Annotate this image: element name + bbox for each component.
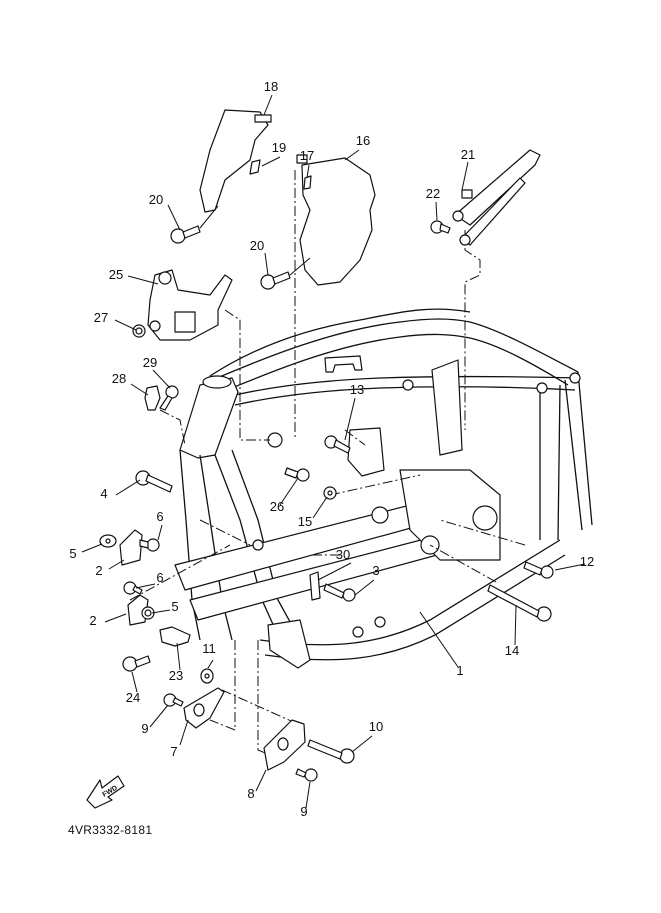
part-13-bolt <box>324 435 351 454</box>
callout-30: 30 <box>336 547 350 562</box>
callout-18: 18 <box>264 79 278 94</box>
callout-9a: 9 <box>141 721 148 736</box>
callout-13: 13 <box>350 382 364 397</box>
callout-9b: 9 <box>300 804 307 819</box>
callout-26: 26 <box>270 499 284 514</box>
part-27-nut <box>132 324 146 338</box>
callout-20b: 20 <box>250 238 264 253</box>
assembly-lines <box>129 170 526 756</box>
callout-29: 29 <box>143 355 157 370</box>
part-20-bolt-upper <box>170 205 219 244</box>
part-3-bolt <box>323 583 356 602</box>
part-8-plate <box>263 719 306 771</box>
callout-11: 11 <box>202 641 216 656</box>
part-12-bolt <box>523 561 554 579</box>
part-14-bolt <box>487 584 552 622</box>
part-6-bolt-upper <box>139 538 160 552</box>
main-frame <box>174 308 593 669</box>
callout-5b: 5 <box>171 599 178 614</box>
fwd-arrow-icon: FWD <box>86 775 125 809</box>
part-4-bolt <box>135 470 173 493</box>
part-26-bolt <box>284 467 310 482</box>
callout-28: 28 <box>112 371 126 386</box>
callout-19: 19 <box>272 140 286 155</box>
callout-25: 25 <box>109 267 123 282</box>
part-15-washer <box>323 486 337 500</box>
callout-20a: 20 <box>149 192 163 207</box>
part-19-clip <box>249 159 261 175</box>
callout-labels: 1223455667899101112131415161718192020212… <box>69 79 594 819</box>
part-23-bracket <box>159 626 191 647</box>
part-24-bolt <box>122 655 151 672</box>
callout-12: 12 <box>580 554 594 569</box>
part-10-bolt <box>307 739 355 764</box>
callout-14: 14 <box>505 643 519 658</box>
callout-7: 7 <box>170 744 177 759</box>
part-11-washer <box>200 668 214 684</box>
callout-3: 3 <box>372 563 379 578</box>
part-29-bolt <box>159 385 179 411</box>
part-2-plate-upper <box>119 529 143 566</box>
callout-1: 1 <box>456 663 463 678</box>
callout-27: 27 <box>94 310 108 325</box>
callout-6a: 6 <box>156 509 163 524</box>
callout-16: 16 <box>356 133 370 148</box>
part-16-cover <box>296 154 376 286</box>
part-22-bolt <box>430 220 451 234</box>
callout-2b: 2 <box>89 613 96 628</box>
part-30-bracket <box>309 571 321 601</box>
part-7-plate <box>183 687 225 729</box>
part-5-washer-upper <box>99 534 117 548</box>
part-6-bolt-lower <box>123 581 143 595</box>
part-21-bracket <box>452 149 541 246</box>
callout-4: 4 <box>100 486 107 501</box>
diagram-code: 4VR3332-8181 <box>68 823 153 837</box>
callout-2a: 2 <box>95 563 102 578</box>
callout-15: 15 <box>298 514 312 529</box>
callout-22: 22 <box>426 186 440 201</box>
part-20-bolt-lower <box>260 257 311 290</box>
part-28-clip <box>144 385 161 411</box>
callout-24: 24 <box>126 690 140 705</box>
callout-23: 23 <box>169 668 183 683</box>
part-18-cover <box>199 109 272 213</box>
leader-lines <box>81 94 586 809</box>
part-17-clip <box>303 175 312 190</box>
callout-21: 21 <box>461 147 475 162</box>
callout-8: 8 <box>247 786 254 801</box>
callout-17: 17 <box>300 148 314 163</box>
callout-10: 10 <box>369 719 383 734</box>
part-9-bolt-left <box>163 693 184 707</box>
part-25-bracket <box>147 269 233 341</box>
part-9-bolt-right <box>295 768 318 782</box>
callout-5a: 5 <box>69 546 76 561</box>
callout-6b: 6 <box>156 570 163 585</box>
